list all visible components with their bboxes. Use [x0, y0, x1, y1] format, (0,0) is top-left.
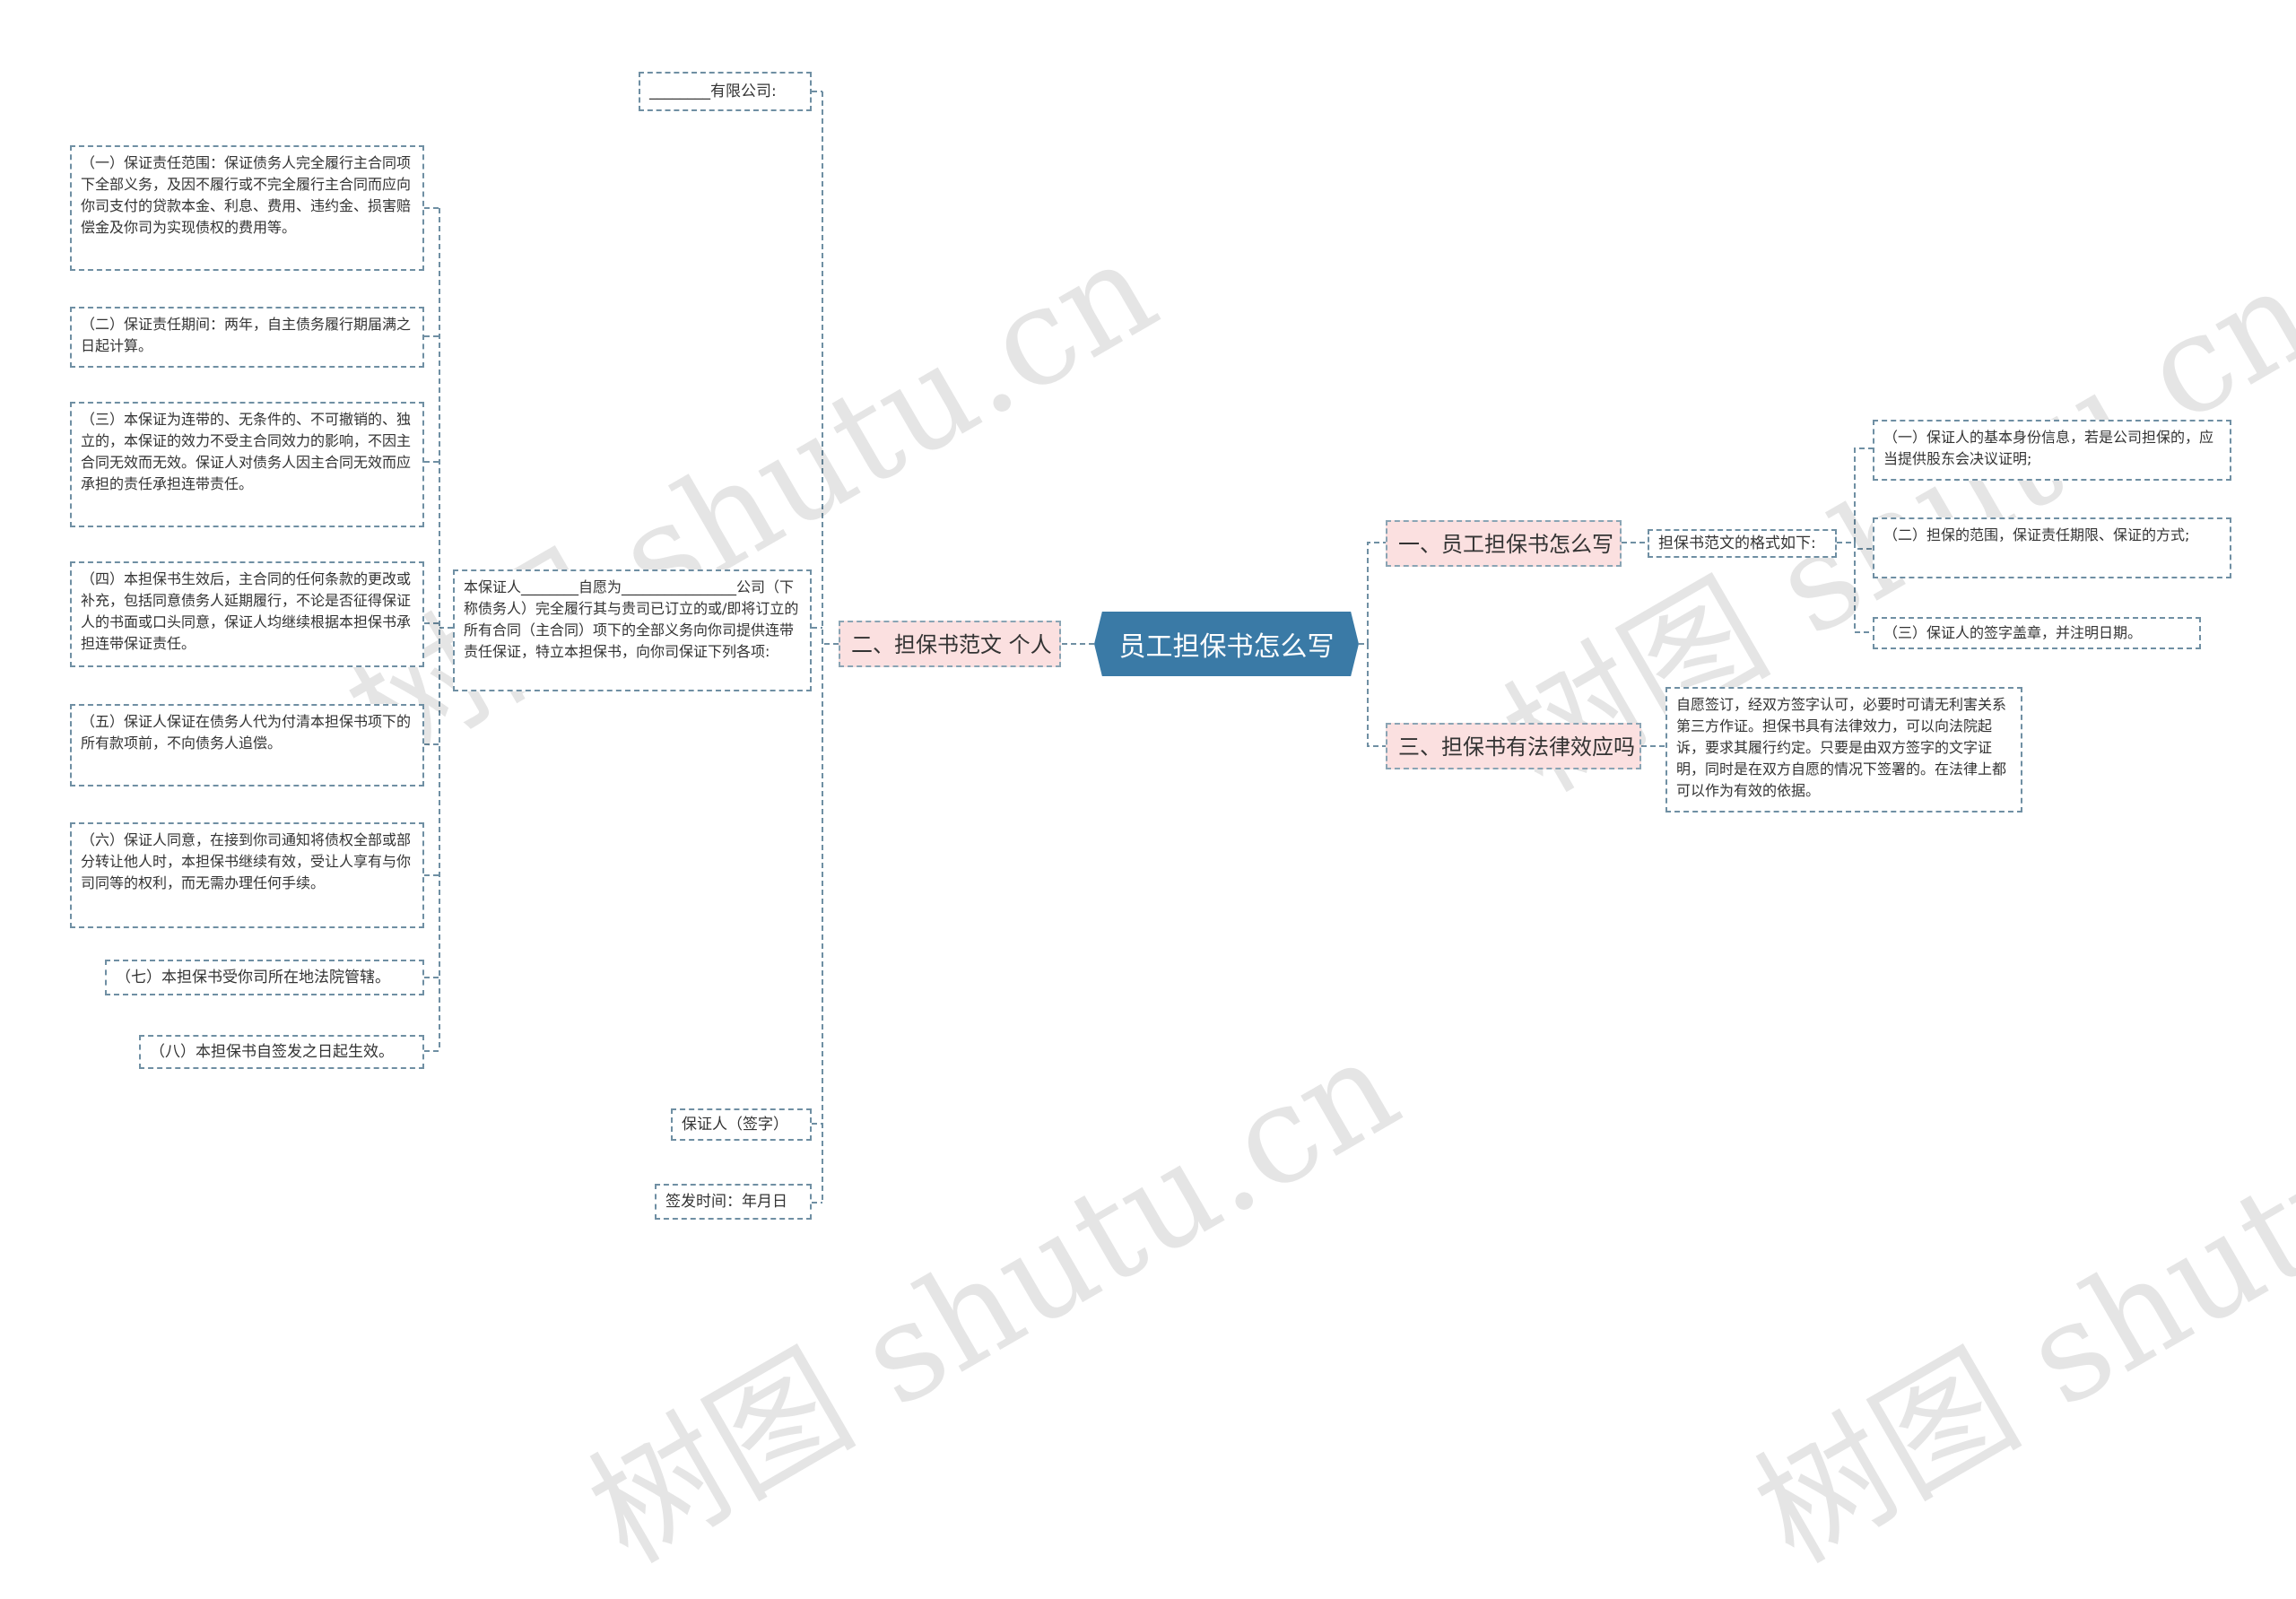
root-node[interactable]: 员工担保书怎么写	[1094, 612, 1359, 676]
branch-1-item-3[interactable]: （三）保证人的签字盖章，并注明日期。	[1873, 617, 2201, 649]
clause-6[interactable]: （六）保证人同意，在接到你司通知将债权全部或部分转让他人时，本担保书继续有效，受…	[70, 822, 424, 928]
branch-1-sub[interactable]: 担保书范文的格式如下:	[1648, 529, 1837, 558]
branch-1-label: 一、员工担保书怎么写	[1398, 532, 1613, 557]
clause-2[interactable]: （二）保证责任期间：两年，自主债务履行期届满之日起计算。	[70, 307, 424, 368]
branch-1-sub-label: 担保书范文的格式如下:	[1658, 534, 1816, 552]
branch-1-item-2[interactable]: （二）担保的范围，保证责任期限、保证的方式;	[1873, 517, 2231, 578]
clause-7[interactable]: （七）本担保书受你司所在地法院管辖。	[105, 960, 424, 995]
root-label: 员工担保书怎么写	[1118, 631, 1335, 663]
branch-2-sign[interactable]: 保证人（签字）	[671, 1108, 812, 1141]
branch-1-item-1[interactable]: （一）保证人的基本身份信息，若是公司担保的，应当提供股东会决议证明;	[1873, 420, 2231, 481]
mindmap-canvas: 树图 shutu.cn 树图 shutu.cn 树图 shutu.cn 树图 s…	[70, 72, 2296, 1593]
clause-3[interactable]: （三）本保证为连带的、无条件的、不可撤销的、独立的，本保证的效力不受主合同效力的…	[70, 402, 424, 527]
clause-8[interactable]: （八）本担保书自签发之日起生效。	[139, 1035, 424, 1069]
clause-5[interactable]: （五）保证人保证在债务人代为付清本担保书项下的所有款项前，不向债务人追偿。	[70, 704, 424, 786]
branch-3-label: 三、担保书有法律效应吗	[1398, 734, 1635, 760]
branch-3-node[interactable]: 三、担保书有法律效应吗	[1386, 723, 1641, 769]
connector-lines	[424, 91, 1873, 1204]
branch-2-label: 二、担保书范文 个人	[851, 632, 1052, 657]
branch-1-node[interactable]: 一、员工担保书怎么写	[1386, 520, 1622, 567]
branch-2-top[interactable]: ________有限公司:	[639, 72, 812, 111]
clause-1[interactable]: （一）保证责任范围：保证债务人完全履行主合同项下全部义务，及因不履行或不完全履行…	[70, 145, 424, 271]
branch-2-node[interactable]: 二、担保书范文 个人	[839, 621, 1061, 667]
clause-4[interactable]: （四）本担保书生效后，主合同的任何条款的更改或补充，包括同意债务人延期履行，不论…	[70, 561, 424, 667]
branch-2-main[interactable]: 本保证人________自愿为________________公司（下称债务人）…	[453, 569, 812, 691]
branch-3-text[interactable]: 自愿签订，经双方签字认可，必要时可请无利害关系第三方作证。担保书具有法律效力，可…	[1665, 687, 2022, 813]
branch-2-date[interactable]: 签发时间：年月日	[655, 1184, 812, 1220]
